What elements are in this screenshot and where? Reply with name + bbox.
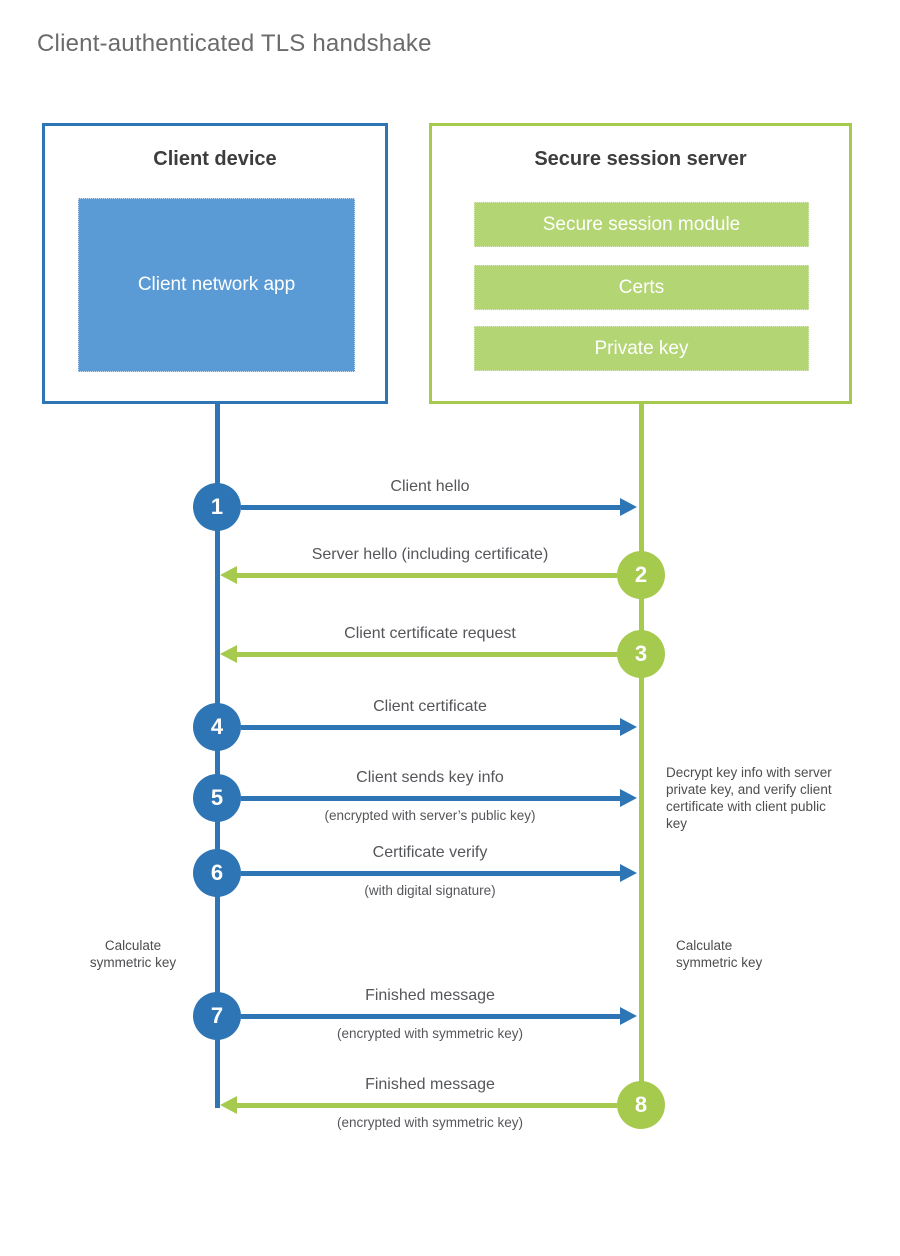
message-sublabel: (encrypted with server’s public key) [324,808,536,823]
step-circle-2: 2 [617,551,665,599]
message-arrow [241,505,621,510]
client-lifeline [215,404,220,1108]
message-arrow [237,1103,617,1108]
arrow-head [620,789,637,807]
client-device-title: Client device [153,148,277,170]
step-number: 5 [210,785,224,810]
arrow-head [620,718,637,736]
secure-session-server-box: Secure session server Secure session mod… [429,123,852,404]
step-number: 3 [634,641,648,666]
client-device-box: Client device Client network app [42,123,388,404]
step-circle-3: 3 [617,630,665,678]
arrow-head [620,864,637,882]
module-label: Certs [618,276,665,298]
step-circle-4: 4 [193,703,241,751]
secure-session-server-title: Secure session server [534,148,747,170]
module-bar-certs: Certs [474,265,809,310]
message-sublabel: (with digital signature) [364,883,496,898]
message-label: Client certificate request [344,625,516,642]
step-circle-7: 7 [193,992,241,1040]
module-label: Private key [594,337,689,359]
step-number: 7 [210,1003,224,1028]
message-sublabel: (encrypted with symmetric key) [336,1115,524,1130]
step-number: 4 [210,714,224,739]
message-label: Server hello (including certificate) [311,546,549,563]
message-arrow [237,652,617,657]
arrow-head [620,1007,637,1025]
step-number: 2 [634,562,648,587]
step-number: 6 [210,860,224,885]
page-title: Client-authenticated TLS handshake [37,30,432,57]
message-arrow [241,1014,621,1019]
arrow-head [620,498,637,516]
message-label: Certificate verify [372,844,488,861]
step-circle-5: 5 [193,774,241,822]
step-number: 1 [210,494,224,519]
message-arrow [237,573,617,578]
arrow-head [220,645,237,663]
message-label: Client sends key info [356,769,504,786]
step-circle-1: 1 [193,483,241,531]
message-label: Finished message [365,987,495,1004]
message-label: Client hello [390,478,470,495]
module-bar-private-key: Private key [474,326,809,371]
note-calculate-symmetric-key-client: Calculate symmetric key [89,938,177,970]
note-decrypt-key-info: Decrypt key info with server private key… [666,765,832,831]
client-network-app-box: Client network app [78,198,355,372]
message-arrow [241,796,621,801]
module-label: Secure session module [542,213,741,235]
message-label: Finished message [365,1076,495,1093]
step-circle-6: 6 [193,849,241,897]
server-lifeline [639,404,644,1105]
client-network-app-label: Client network app [137,274,296,296]
step-circle-8: 8 [617,1081,665,1129]
arrow-head [220,1096,237,1114]
arrow-head [220,566,237,584]
message-sublabel: (encrypted with symmetric key) [336,1026,524,1041]
message-arrow [241,871,621,876]
step-number: 8 [634,1092,648,1117]
message-label: Client certificate [373,698,487,715]
module-bar-secure-session-module: Secure session module [474,202,809,247]
note-calculate-symmetric-key-server: Calculate symmetric key [676,938,763,970]
message-arrow [241,725,621,730]
